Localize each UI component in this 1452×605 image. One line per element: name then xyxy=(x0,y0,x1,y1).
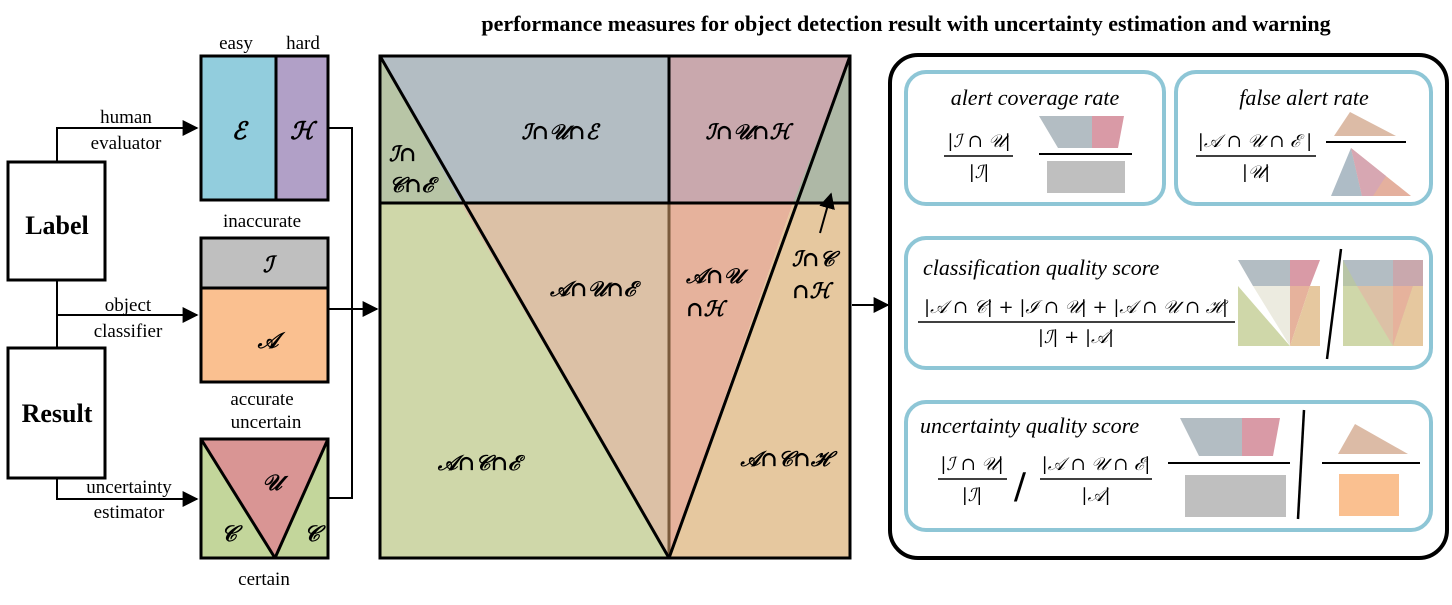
region-a-u-e: 𝒜∩𝒰∩ℰ xyxy=(549,276,642,301)
classification-quality-title: classification quality score xyxy=(923,255,1159,280)
alert-coverage-title: alert coverage rate xyxy=(951,85,1120,110)
alert-coverage-denominator: |ℐ| xyxy=(969,162,990,183)
alert-coverage-card: alert coverage rate |ℐ ∩ 𝒰| |ℐ| xyxy=(904,70,1166,206)
alert-coverage-numerator: |ℐ ∩ 𝒰| xyxy=(947,131,1010,152)
source-connectors xyxy=(56,120,199,507)
uncertainty-divider: / xyxy=(1014,466,1027,507)
region-i-c-e-line1: ℐ∩ xyxy=(389,141,416,166)
classification-quality-denominator: |ℐ| + |𝒜| xyxy=(1038,327,1114,348)
main-region-diagram: ℐ∩ 𝒞∩ℰ ℐ∩𝒰∩ℰ ℐ∩𝒰∩ℋ 𝒜∩𝒰∩ℰ 𝒜∩𝒰 ∩ℋ ℐ∩𝒞 ∩ℋ 𝒜… xyxy=(378,54,852,560)
easy-symbol: ℰ xyxy=(232,116,250,145)
object-label: object xyxy=(105,295,152,316)
false-alert-title: false alert rate xyxy=(1239,85,1369,110)
certain-text: certain xyxy=(238,569,290,590)
uncertainty-left-denominator: |ℐ| xyxy=(962,485,983,506)
region-i-u-h: ℐ∩𝒰∩ℋ xyxy=(706,119,795,144)
estimator-label: estimator xyxy=(94,502,165,523)
result-source: Result xyxy=(6,346,107,480)
merge-connector xyxy=(328,127,379,499)
diagram-title: performance measures for object detectio… xyxy=(481,11,1330,36)
classification-quality-numerator: |𝒜 ∩ 𝒞| + |ℐ ∩ 𝒰| + |𝒜 ∩ 𝒰 ∩ ℋ| xyxy=(924,297,1229,318)
uncertainty-left-numerator: |ℐ ∩ 𝒰| xyxy=(940,454,1003,475)
uncertainty-quality-card: uncertainty quality score |ℐ ∩ 𝒰| |ℐ| / … xyxy=(904,400,1433,532)
easy-hard-box: easy hard ℰ ℋ xyxy=(199,33,330,202)
region-i-c-e-line2: 𝒞∩ℰ xyxy=(389,172,440,197)
accuracy-box: inaccurate ℐ 𝒜 accurate xyxy=(199,211,330,410)
classifier-label: classifier xyxy=(94,321,163,342)
false-alert-card: false alert rate |𝒜 ∩ 𝒰 ∩ ℰ | |𝒰| xyxy=(1174,70,1433,206)
uncertainty-label: uncertainty xyxy=(86,477,172,498)
region-i-u-e: ℐ∩𝒰∩ℰ xyxy=(522,119,601,144)
region-a-c-e: 𝒜∩𝒞∩ℰ xyxy=(437,450,526,475)
label-text: Label xyxy=(25,211,89,240)
uncertainty-right-numerator: |𝒜 ∩ 𝒰 ∩ ℰ| xyxy=(1042,454,1151,475)
result-text: Result xyxy=(22,399,93,428)
classification-quality-card: classification quality score |𝒜 ∩ 𝒞| + |… xyxy=(904,236,1433,370)
hard-text: hard xyxy=(286,33,320,54)
uncertainty-right-denominator: |𝒜| xyxy=(1081,485,1110,506)
false-alert-numerator: |𝒜 ∩ 𝒰 ∩ ℰ | xyxy=(1198,131,1312,152)
region-i-c-h-line2: ∩ℋ xyxy=(792,278,835,303)
evaluator-label: evaluator xyxy=(91,133,162,154)
label-source: Label xyxy=(6,160,107,282)
human-label: human xyxy=(100,107,152,128)
false-alert-denominator: |𝒰| xyxy=(1242,162,1270,183)
uncertainty-quality-title: uncertainty quality score xyxy=(920,413,1139,438)
region-a-u-h-line2: ∩ℋ xyxy=(686,296,729,321)
certainty-box: uncertain 𝒰 𝒞 𝒞 certain xyxy=(199,412,330,590)
inaccurate-text: inaccurate xyxy=(223,211,301,232)
uncertain-text: uncertain xyxy=(231,412,302,433)
accurate-text: accurate xyxy=(230,389,293,410)
region-a-c-h: 𝒜∩𝒞∩ℋ xyxy=(739,446,837,471)
easy-text: easy xyxy=(219,33,253,54)
hard-symbol: ℋ xyxy=(290,116,318,145)
region-i-c-h-line1: ℐ∩𝒞 xyxy=(792,246,840,271)
region-a-u-h-line1: 𝒜∩𝒰 xyxy=(685,263,749,288)
